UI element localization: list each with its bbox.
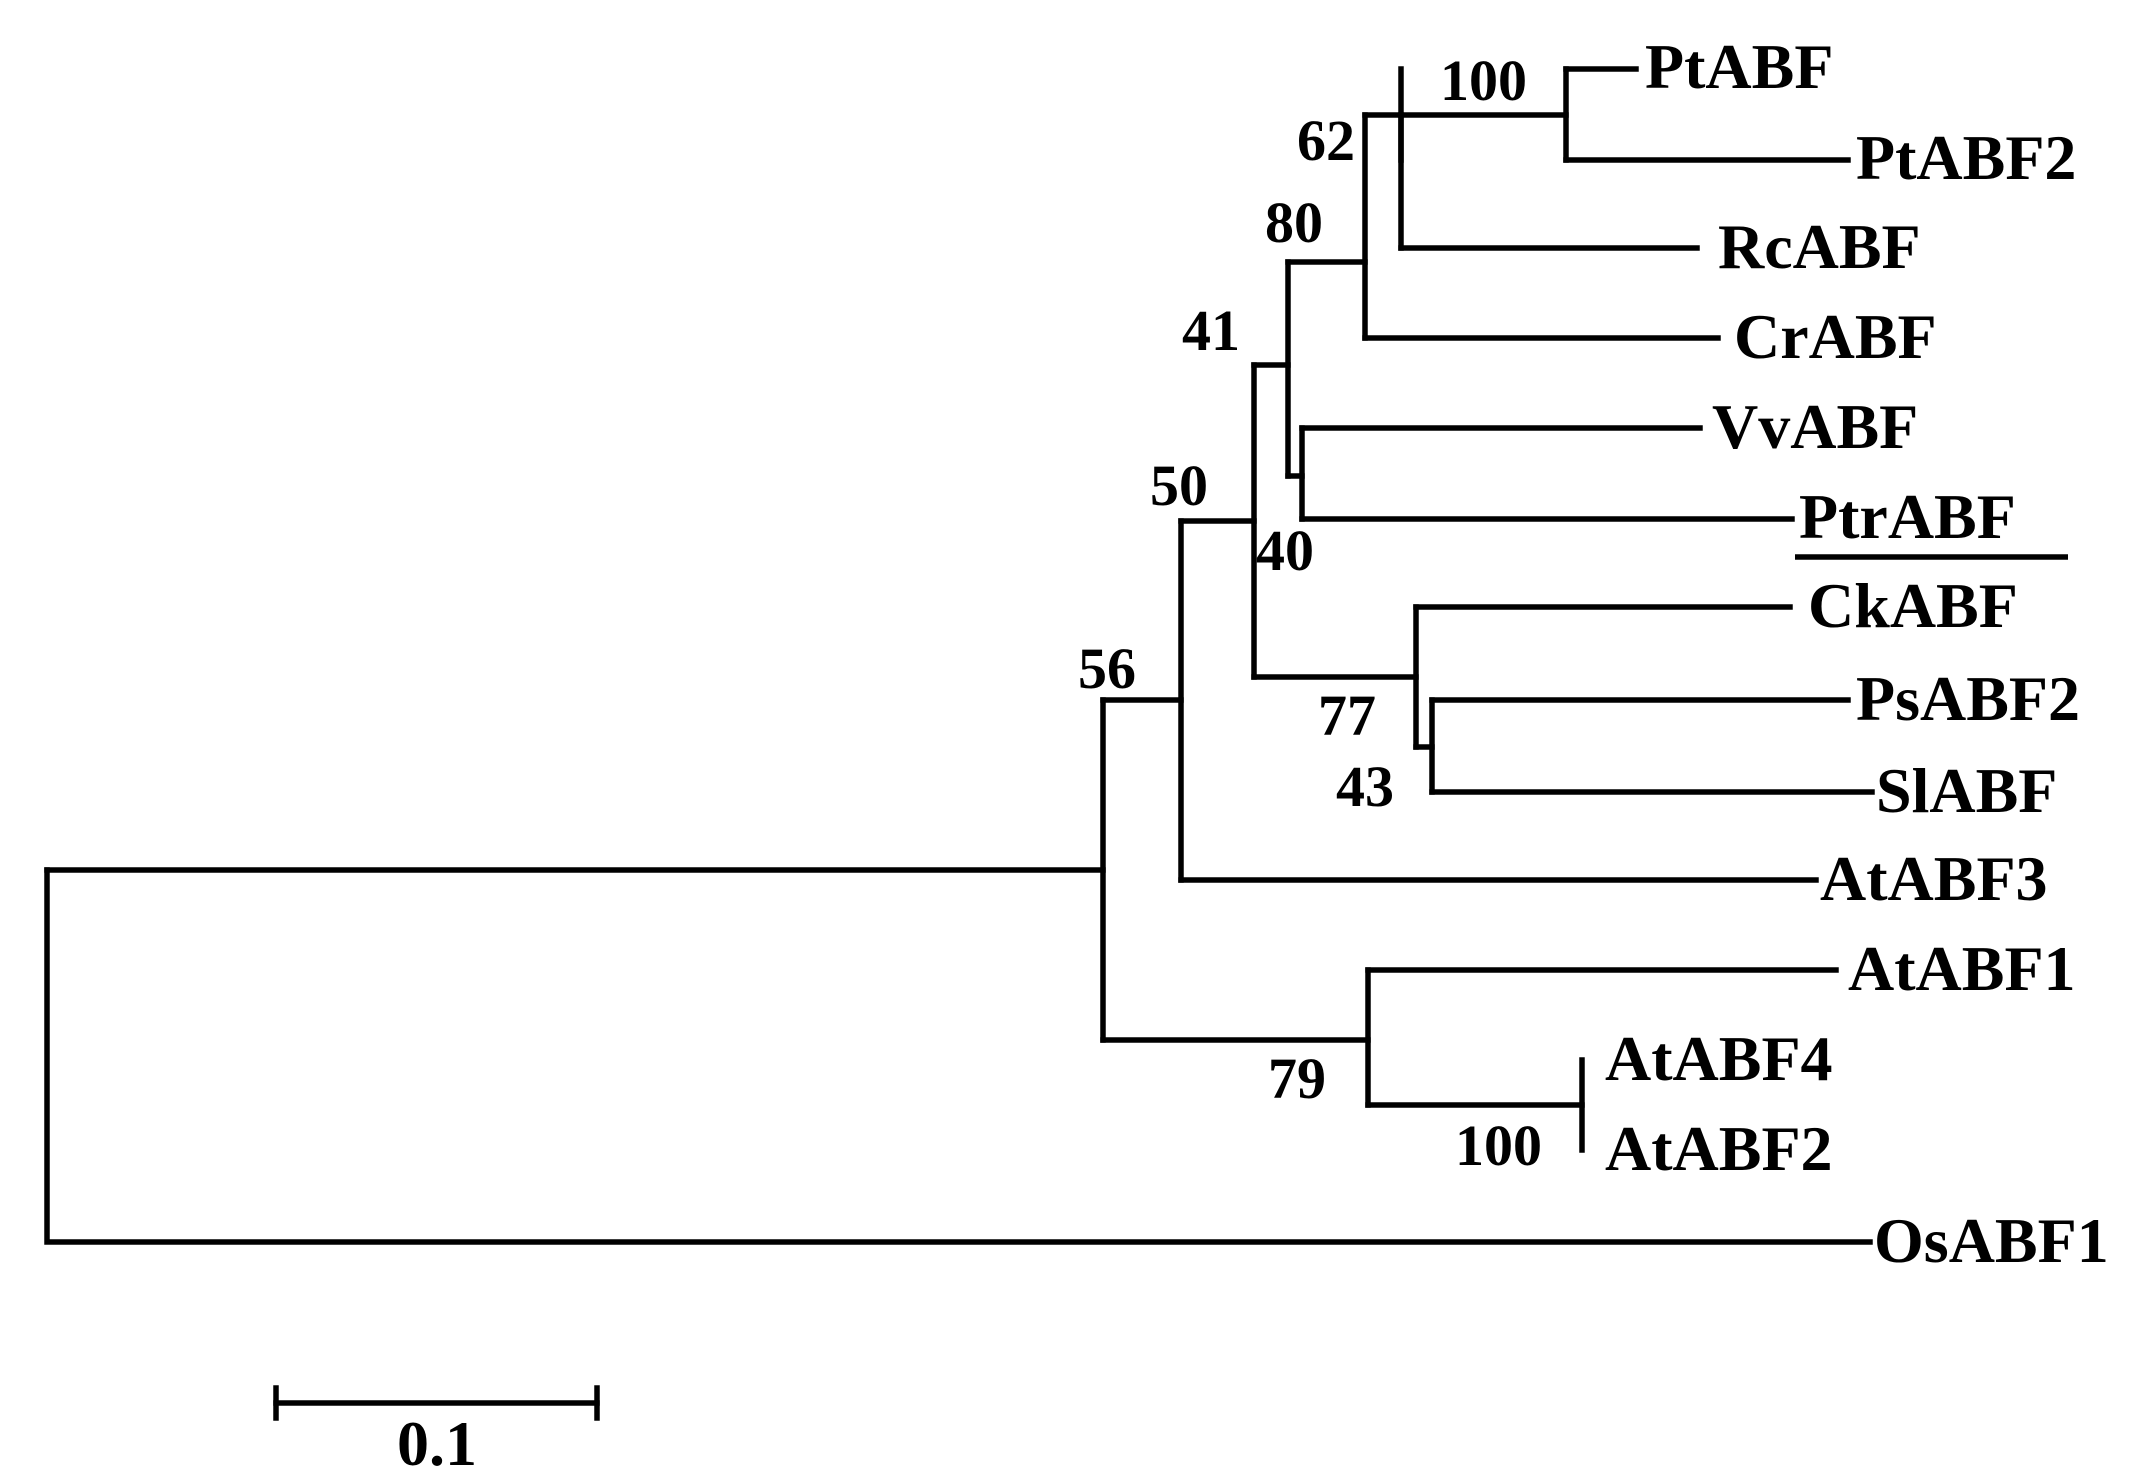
taxon-label: PtABF2 xyxy=(1856,122,2076,193)
taxon-labels: PtABF PtABF2 RcABF CrABF VvABF PtrABF Ck… xyxy=(1605,31,2109,1276)
taxon-label: AtABF3 xyxy=(1820,843,2048,914)
taxon-label: RcABF xyxy=(1718,211,1921,282)
bootstrap-value: 41 xyxy=(1182,298,1240,363)
bootstrap-value: 43 xyxy=(1336,754,1394,819)
taxon-label: CkABF xyxy=(1808,570,2018,641)
tree-branches xyxy=(44,66,1875,1245)
bootstrap-value: 100 xyxy=(1440,48,1527,113)
taxon-label-highlighted: PtrABF xyxy=(1799,481,2016,552)
branch-root xyxy=(44,867,1873,1245)
bootstrap-value: 80 xyxy=(1265,190,1323,255)
bootstrap-value: 50 xyxy=(1150,453,1208,518)
taxon-label: PsABF2 xyxy=(1856,663,2080,734)
taxon-label: VvABF xyxy=(1712,391,1918,462)
taxon-label: SlABF xyxy=(1876,755,2057,826)
bootstrap-value: 100 xyxy=(1455,1113,1542,1178)
bootstrap-values: 100 62 80 41 50 40 56 77 43 79 100 xyxy=(1078,48,1542,1178)
taxon-label: AtABF1 xyxy=(1848,933,2076,1004)
taxon-label: OsABF1 xyxy=(1874,1205,2109,1276)
bootstrap-value: 40 xyxy=(1256,518,1314,583)
bootstrap-value: 62 xyxy=(1297,108,1355,173)
scale-bar-label: 0.1 xyxy=(397,1408,477,1470)
taxon-label: AtABF2 xyxy=(1605,1113,1833,1184)
bootstrap-value: 79 xyxy=(1268,1046,1326,1111)
scale-bar: 0.1 xyxy=(273,1385,600,1470)
bootstrap-value: 56 xyxy=(1078,636,1136,701)
taxon-label: AtABF4 xyxy=(1605,1023,1833,1094)
taxon-label: PtABF xyxy=(1645,31,1833,102)
taxon-label: CrABF xyxy=(1734,301,1937,372)
bootstrap-value: 77 xyxy=(1318,683,1376,748)
